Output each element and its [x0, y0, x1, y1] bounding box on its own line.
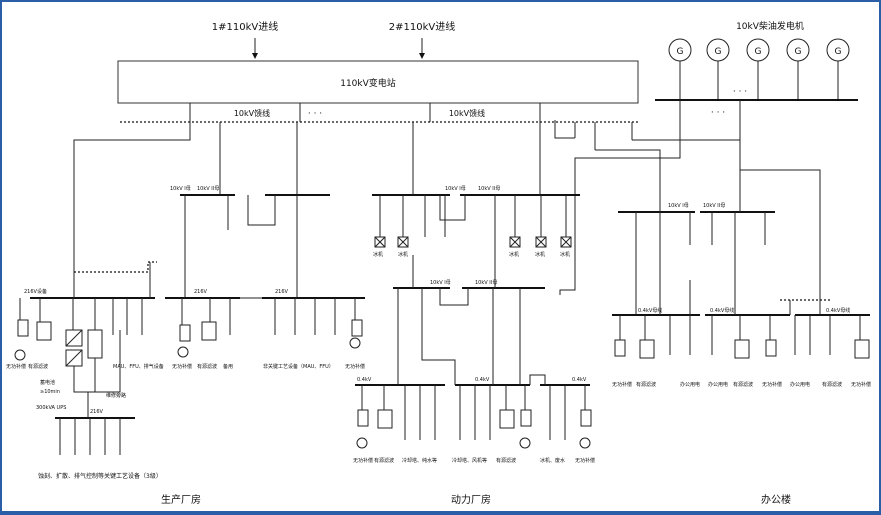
generator-ellipsis-bottom: · · ·: [711, 108, 725, 118]
office-bus-10kv-2: 10kV II母: [703, 203, 725, 209]
power-label-chiller-waste: 冰机、废水: [540, 457, 565, 464]
prod-label-battery: 蓄电池: [40, 379, 55, 386]
power-bus-10kv-4: 10kV II母: [475, 280, 497, 286]
feeder-label-right: 10kV馈线: [449, 108, 485, 118]
power-label-chiller-1: 冰机: [373, 251, 383, 258]
prod-label-filter-2: 有源滤波: [197, 363, 217, 370]
section-power: 动力厂房: [451, 493, 491, 506]
incomer-1-label: 1#110kV进线: [212, 20, 278, 33]
prod-label-bypass: 维修旁路: [106, 392, 126, 399]
power-bus-04kv-b: 0.4kV: [475, 377, 490, 383]
office-label-reactive-1: 无功补偿: [612, 381, 632, 388]
power-bus-10kv-3: 10kV I母: [430, 280, 451, 286]
feeder-ellipsis: · · ·: [308, 109, 322, 119]
feeder-label-left: 10kV馈线: [234, 108, 270, 118]
prod-label-non-critical: 非关键工艺设备（MAU、FFU）: [263, 363, 334, 370]
office-label-reactive-2: 无功补偿: [762, 381, 782, 388]
office-label-power-2: 办公用电: [708, 381, 728, 388]
generator-4: G: [786, 38, 810, 100]
office-building: [612, 205, 870, 359]
prod-label-critical: 蚀刻、扩散、排气控制等关键工艺设备（3级）: [38, 472, 162, 480]
prod-label-standby: 备用: [223, 363, 233, 370]
prod-bus-10kv-2: 10kV II母: [197, 186, 219, 192]
prod-label-battery-time: ≥10min: [40, 389, 60, 395]
feeder-drops: [73, 100, 821, 295]
office-bus-04kv-2: 0.4kV母线: [710, 307, 734, 314]
generator-symbol: G: [677, 47, 684, 57]
office-label-power-3: 办公用电: [790, 381, 810, 388]
power-bus-10kv-1: 10kV I母: [445, 186, 466, 192]
office-bus-04kv-1: 0.4kV母线: [638, 307, 662, 314]
substation-label: 110kV变电站: [340, 77, 396, 89]
generator-symbol: G: [715, 47, 722, 57]
chiller-symbol-3: [509, 236, 521, 248]
power-label-cooling-tower: 冷却塔、纯水等: [402, 457, 437, 464]
office-label-reactive-3: 无功补偿: [851, 381, 871, 388]
production-plant: [14, 180, 365, 455]
prod-label-reactive: 无功补偿: [6, 363, 26, 370]
prod-bus-216v-a: 216V设备: [24, 288, 47, 295]
prod-label-filter: 有源滤波: [28, 363, 48, 370]
power-label-cooling-fan: 冷却塔、风机等: [452, 457, 487, 464]
power-label-filter-1: 有源滤波: [374, 457, 394, 464]
generator-1: G: [668, 38, 692, 100]
generator-2: G: [706, 38, 730, 100]
substation-feeders: [189, 103, 541, 122]
section-office: 办公楼: [761, 493, 791, 506]
prod-label-ups: 300kVA UPS: [36, 405, 66, 411]
prod-label-reactive-3: 无功补偿: [345, 363, 365, 370]
prod-label-mau: MAU、FFU、排气设备: [113, 363, 164, 370]
prod-bus-10kv-1: 10kV I母: [170, 186, 191, 192]
power-label-chiller-4: 冰机: [535, 251, 545, 258]
prod-bus-216v-c: 216V: [275, 289, 289, 295]
generator-label: 10kV柴油发电机: [736, 20, 804, 32]
section-production: 生产厂房: [161, 493, 201, 506]
power-label-chiller-3: 冰机: [509, 251, 519, 258]
generator-ellipsis-top: · · ·: [733, 87, 747, 97]
prod-bus-216v-b: 216V: [194, 289, 208, 295]
power-label-reactive-2: 无功补偿: [575, 457, 595, 464]
chiller-symbol-4: [535, 236, 547, 248]
chiller-symbol-2: [397, 236, 409, 248]
office-label-filter-1: 有源滤波: [636, 381, 656, 388]
power-bus-04kv-a: 0.4kV: [357, 377, 372, 383]
incomer-2-label: 2#110kV进线: [389, 20, 455, 33]
generator-5: G: [826, 38, 850, 100]
power-label-filter-2: 有源滤波: [496, 457, 516, 464]
office-bus-10kv-1: 10kV I母: [668, 203, 689, 209]
generator-3: G: [746, 38, 770, 100]
power-bus-10kv-2: 10kV II母: [478, 186, 500, 192]
power-plant: [355, 178, 592, 449]
substation-box: [117, 60, 639, 104]
chiller-symbol-1: [374, 236, 386, 248]
generator-symbol: G: [795, 47, 802, 57]
office-bus-04kv-3: 0.4kV母线: [826, 307, 850, 314]
generator-symbol: G: [755, 47, 762, 57]
prod-label-reactive-2: 无功补偿: [172, 363, 192, 370]
power-bus-04kv-c: 0.4kV: [572, 377, 587, 383]
power-label-chiller-2: 冰机: [398, 251, 408, 258]
office-label-filter-3: 有源滤波: [822, 381, 842, 388]
office-label-filter-2: 有源滤波: [733, 381, 753, 388]
power-label-chiller-5: 冰机: [560, 251, 570, 258]
office-label-power-1: 办公用电: [680, 381, 700, 388]
power-label-reactive-1: 无功补偿: [353, 457, 373, 464]
prod-bus-216v-ups: 216V: [90, 409, 104, 415]
generator-symbol: G: [835, 47, 842, 57]
chiller-symbol-5: [560, 236, 572, 248]
